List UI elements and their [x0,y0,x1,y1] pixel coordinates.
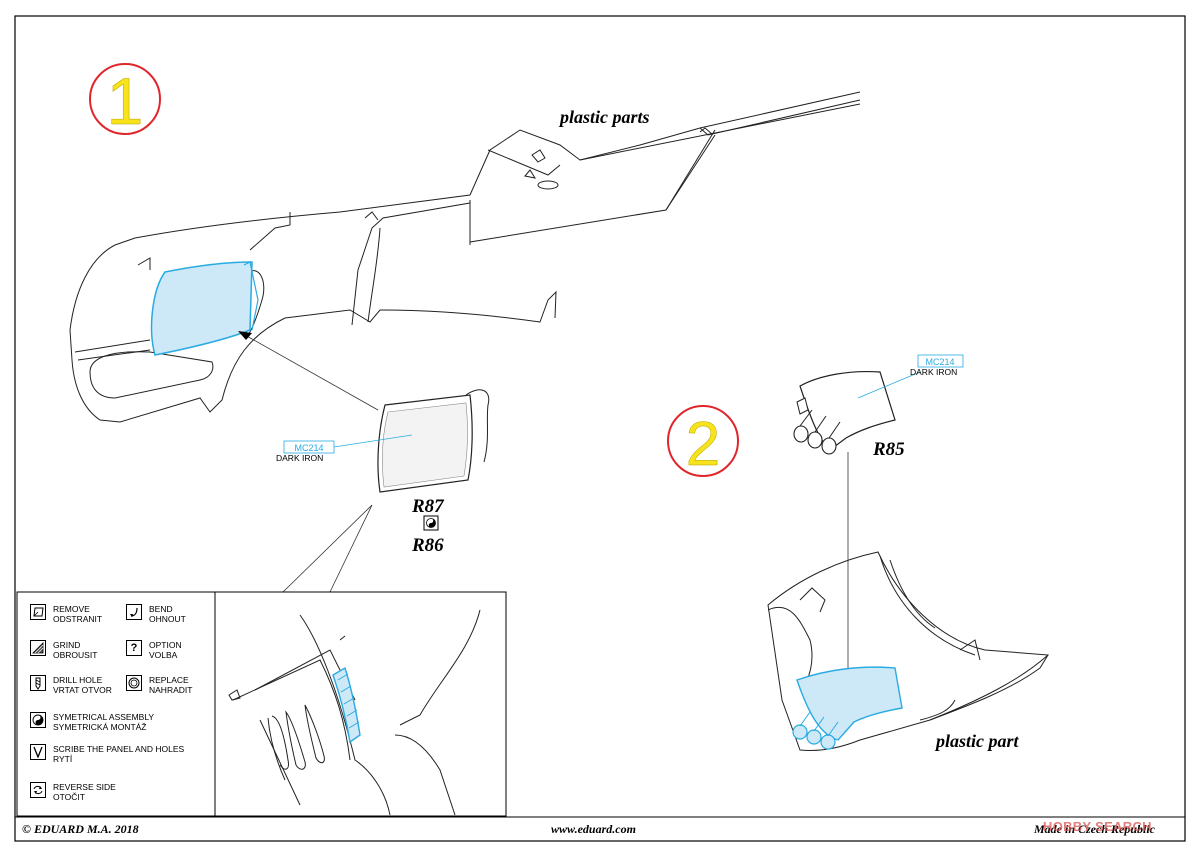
part-label-r85: R85 [872,439,905,460]
legend-line1: GRIND [53,640,81,650]
legend-line1: DRILL HOLE [53,675,103,685]
legend-line1: REVERSE SIDE [53,782,116,792]
sheet-border [14,15,1186,842]
legend-line1: SCRIBE THE PANEL AND HOLES [53,744,185,754]
step2-badge: 2 [667,405,739,479]
legend-line2: SYMETRICKÁ MONTÁŽ [53,722,147,732]
part-r87-r86-drawing [377,389,490,493]
legend-line2: OBROUSIT [53,650,98,660]
legend-line1: REPLACE [149,675,189,685]
step2-number: 2 [686,410,720,479]
step1-badge: 1 [89,63,161,138]
color-code-step2: MC214 [925,357,954,367]
step1-arrowhead [238,331,252,340]
bend-icon [126,604,142,620]
color-code-box-step1 [283,440,335,454]
step2-color-leader [857,371,921,399]
remove-icon [30,604,46,620]
step2-part-r85-drawing [793,371,896,455]
color-name-step1: DARK IRON [276,453,323,463]
color-name-step2: DARK IRON [910,367,957,377]
detail-inset [214,504,507,817]
step1-number: 1 [107,64,144,138]
legend-line2: ODSTRANIT [53,614,103,624]
legend-line2: RYTÍ [53,754,73,764]
grind-icon [30,640,46,656]
legend-frame [16,591,216,817]
legend-line2: OHNOUT [149,614,186,624]
legend-line2: NAHRADIT [149,685,193,695]
part-label-r87: R87 [411,496,445,517]
step2-plastic-part-drawing [767,551,1050,751]
legend-line1: REMOVE [53,604,90,614]
reverse-side-icon [30,782,46,798]
legend-line2: VRTAT OTVOR [53,685,112,695]
replace-icon [126,675,142,691]
legend-line1: SYMETRICAL ASSEMBLY [53,712,155,722]
scribe-icon [30,744,46,760]
legend-line2: OTOČIT [53,792,85,802]
step1-color-leader [333,434,413,448]
color-code-step1: MC214 [294,443,323,453]
footer-made-in: Made in Czech Republic [1034,822,1156,836]
legend-line2: VOLBA [149,650,178,660]
option-icon: ? [126,640,142,656]
watermark: HOBBY SEARCH [1043,819,1152,834]
symmetrical-assembly-icon [426,518,436,528]
step2-installed-part [792,666,903,750]
color-code-box-step2 [917,354,964,368]
footer-website[interactable]: www.eduard.com [551,822,636,836]
legend-line1: OPTION [149,640,182,650]
plastic-parts-label: plastic parts [558,107,650,127]
part-label-r86: R86 [411,535,444,556]
step1-fuselage-drawing [69,91,861,423]
drill-hole-icon [30,675,46,691]
step1-installed-plate [150,261,259,356]
legend-line1: BEND [149,604,173,614]
plastic-part-label: plastic part [934,731,1020,751]
symmetrical-icon [30,712,46,728]
footer-copyright: © EDUARD M.A. 2018 [22,822,139,836]
step1-leader-line [244,334,379,411]
